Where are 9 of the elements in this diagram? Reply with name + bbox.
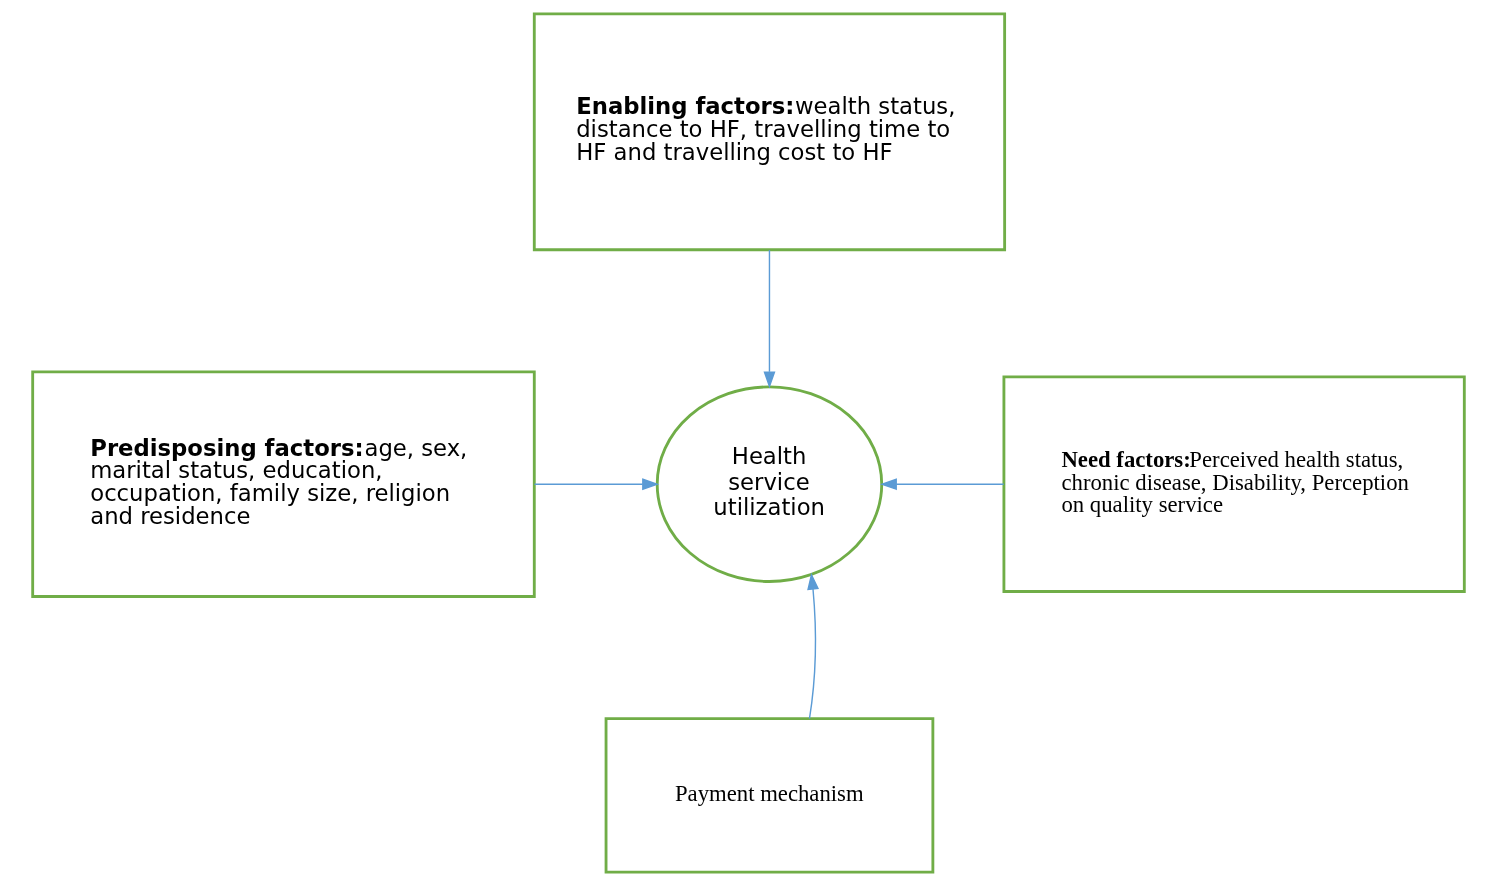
node-box: Need factors:Perceived health status, chronic disease, Disability, Perception on quality service	[1002, 375, 1466, 593]
arrow	[879, 478, 1005, 491]
node-box: Predisposing factors:age, sex, marital status, education, occupation, family size, religion and residence	[31, 370, 536, 598]
arrow	[807, 572, 819, 720]
node-box: Payment mechanism	[604, 717, 935, 874]
node-box: Enabling factors:wealth status, distance to HF, travelling time to HF and travelling cost to HF	[532, 12, 1007, 252]
arrow	[763, 249, 776, 389]
arrow	[533, 478, 660, 491]
node-ellipse: Health service utilization	[655, 385, 884, 583]
